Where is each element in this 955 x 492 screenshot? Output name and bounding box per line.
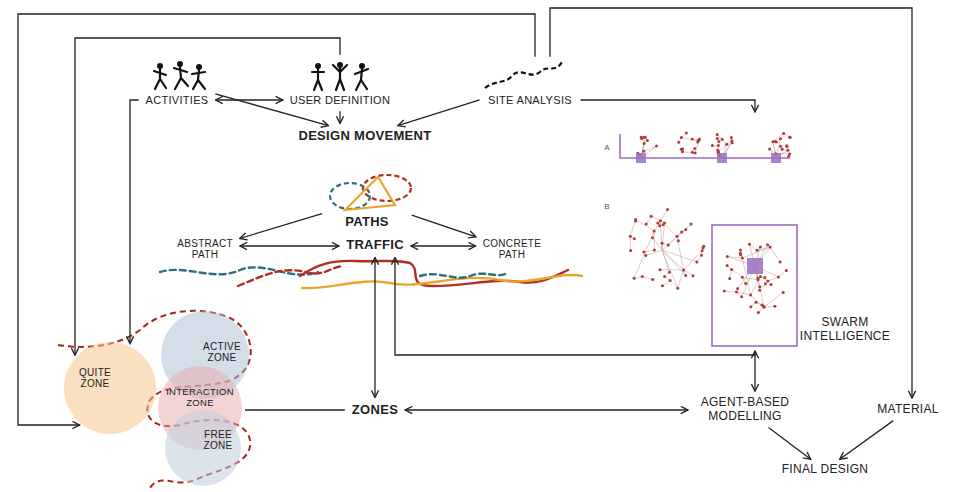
- path-node: CONCRETE PATH: [479, 236, 546, 263]
- connector: [216, 99, 283, 100]
- connector: [240, 214, 322, 239]
- path-node: ABSTRACT PATH: [173, 236, 237, 263]
- connector: [840, 421, 894, 460]
- paths-icon: [330, 175, 411, 210]
- network-hubs: [636, 153, 781, 274]
- node-label: AGENT-BASED MODELLING: [695, 396, 795, 424]
- node-label: QUITE ZONE: [79, 367, 111, 390]
- connector: [339, 111, 340, 123]
- node-label: SWARM INTELLIGENCE: [800, 316, 890, 344]
- input-node: ACTIVITIES: [142, 58, 213, 109]
- node-label: CONCRETE PATH: [483, 238, 542, 261]
- connector: [245, 409, 345, 410]
- node-label: FREE ZONE: [204, 429, 233, 452]
- zone-circle: FREE ZONE: [165, 410, 241, 486]
- input-node: USER DEFINITION: [286, 58, 394, 109]
- network-graph: [629, 132, 792, 314]
- connector: [411, 245, 476, 246]
- input-node: SITE ANALYSIS: [483, 60, 578, 109]
- stage-node: ZONES: [348, 401, 402, 420]
- connector: [395, 258, 755, 356]
- connector: [398, 100, 480, 126]
- node-label: DESIGN MOVEMENT: [298, 129, 431, 144]
- zone-route: [58, 311, 251, 488]
- connector: [374, 258, 375, 398]
- connector: [405, 409, 688, 410]
- method-node: MATERIAL: [873, 401, 943, 419]
- stage-node: TRAFFIC: [342, 236, 408, 255]
- node-label: ACTIVITIES: [146, 94, 209, 107]
- node-label: USER DEFINITION: [290, 94, 390, 107]
- result-node: FINAL DESIGN: [778, 461, 873, 479]
- panel-letter: A: [604, 144, 609, 152]
- connector: [769, 428, 811, 460]
- node-label: INTERACTION ZONE: [166, 387, 234, 409]
- swarm-node: SWARM INTELLIGENCE: [600, 115, 895, 348]
- connector: [75, 38, 340, 355]
- connector: [754, 351, 755, 391]
- panel-letter: B: [604, 203, 609, 211]
- connector: [240, 245, 339, 246]
- connector: [581, 100, 756, 112]
- zone-circle: QUITE ZONE: [64, 342, 156, 434]
- node-label: ZONES: [352, 403, 398, 418]
- connector: [412, 215, 476, 237]
- node-label: PATHS: [329, 215, 405, 230]
- node-label: MATERIAL: [877, 403, 939, 417]
- node-label: ACTIVE ZONE: [203, 341, 241, 364]
- activity-icons: [154, 61, 205, 89]
- stage-node: DESIGN MOVEMENT: [294, 127, 435, 146]
- connector: [130, 100, 139, 344]
- node-label: TRAFFIC: [346, 238, 404, 253]
- user-icons: [312, 62, 368, 90]
- network-frame: [620, 134, 797, 346]
- site-icon: [485, 62, 562, 88]
- method-node: AGENT-BASED MODELLING: [691, 394, 799, 426]
- traffic-paths: [160, 261, 582, 288]
- connector: [550, 8, 912, 398]
- node-label: FINAL DESIGN: [782, 463, 869, 477]
- node-label: SITE ANALYSIS: [487, 94, 574, 107]
- stage-node: PATHS: [325, 169, 409, 232]
- node-label: ABSTRACT PATH: [177, 238, 233, 261]
